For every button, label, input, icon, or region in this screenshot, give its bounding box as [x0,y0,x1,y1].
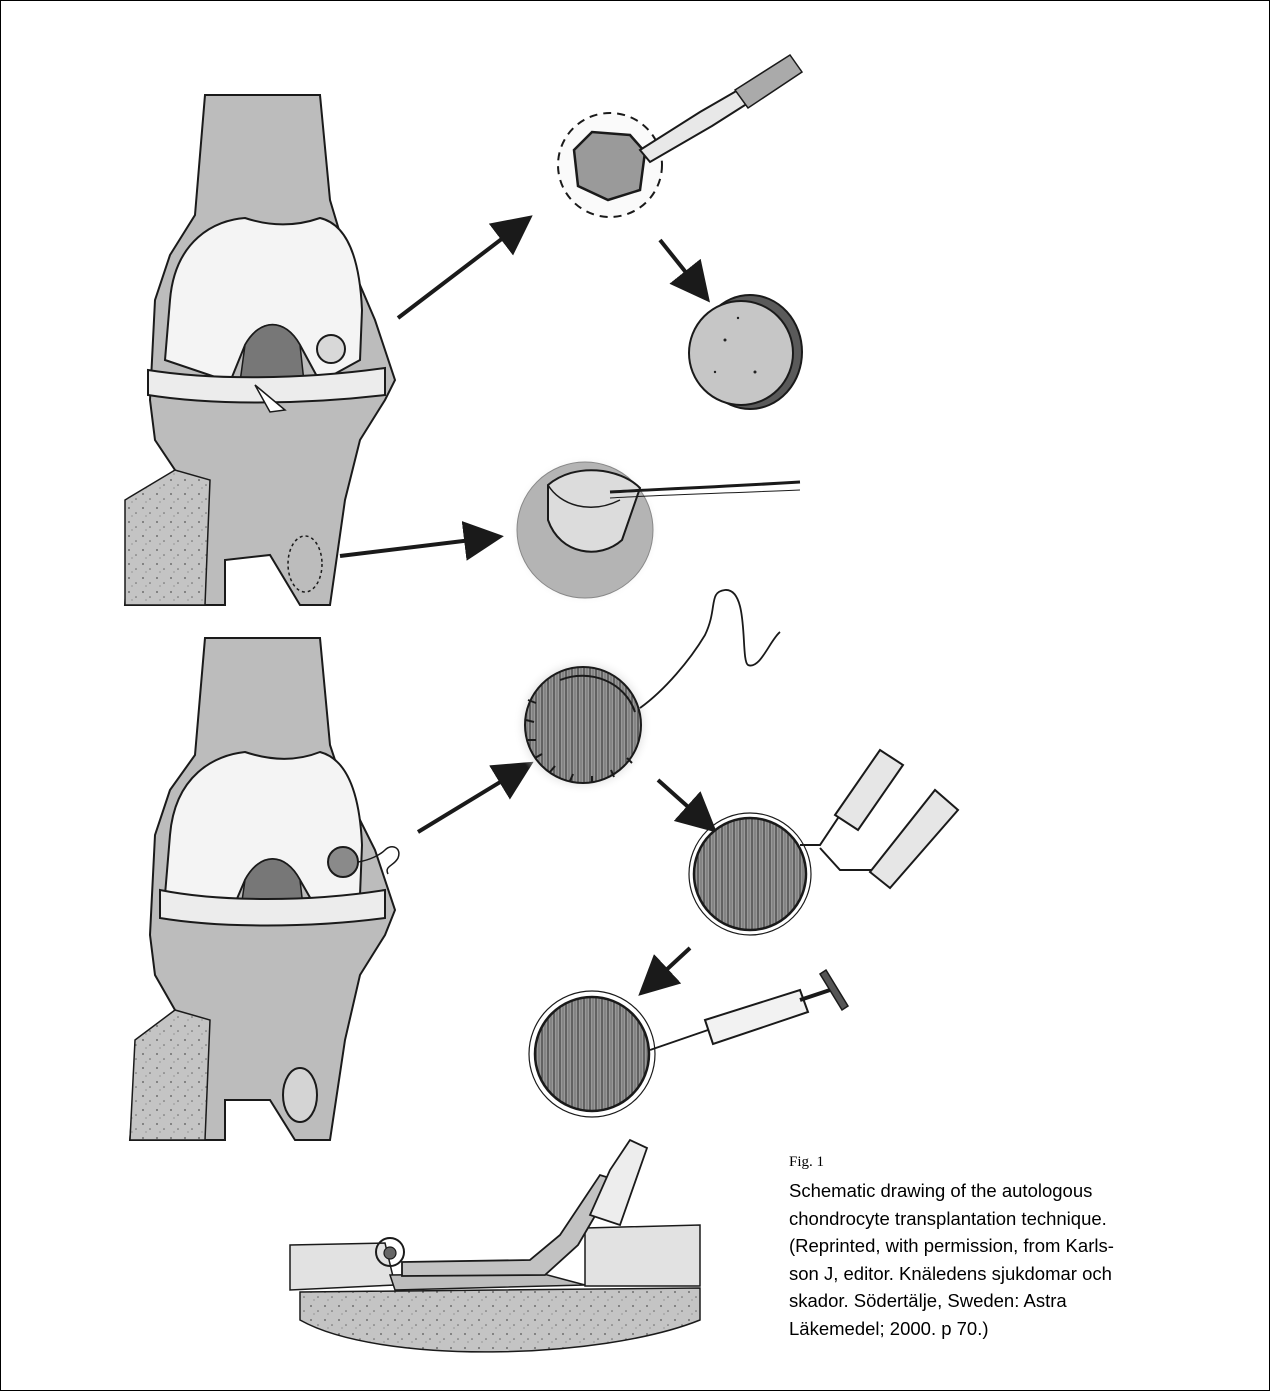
caption-line: (Reprinted, with permission, from Karls- [789,1232,1129,1260]
arrow-suture-to-seal [658,780,705,822]
arrow-to-suture [418,770,520,832]
cross-section-view [290,1140,700,1352]
cell-injection [529,970,848,1117]
caption-line: Läkemedel; 2000. p 70.) [789,1315,1129,1343]
fibrin-seal [689,750,958,935]
biopsy-harvest [558,55,802,217]
caption-line: skador. Södertälje, Sweden: Astra [789,1287,1129,1315]
periosteal-flap [510,455,800,605]
cell-culture-disc [689,295,802,409]
caption-line: chondrocyte transplantation technique. [789,1205,1129,1233]
figure-caption: Fig. 1 Schematic drawing of the autologo… [789,1154,1129,1342]
arrow-to-periosteum [340,538,488,556]
arrow-seal-to-inject [650,948,690,985]
knee-lower [130,638,399,1140]
caption-line: son J, editor. Knäledens sjukdomar och [789,1260,1129,1288]
knee-upper [125,95,395,605]
caption-line: Schematic drawing of the autologous [789,1177,1129,1205]
arrow-to-biopsy [398,225,520,318]
suture-patch [513,590,780,795]
figure-label: Fig. 1 [789,1154,1129,1171]
arrow-biopsy-to-culture [660,240,700,290]
